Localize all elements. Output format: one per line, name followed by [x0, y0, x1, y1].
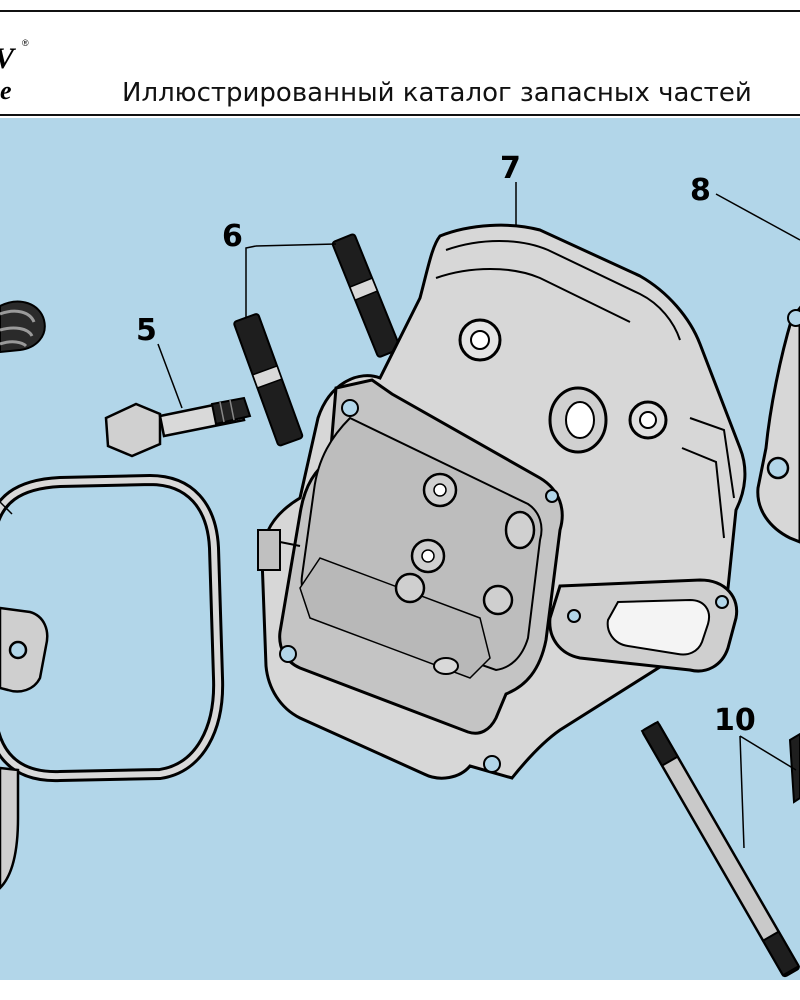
exhaust-gasket-part — [756, 305, 800, 544]
leader-10a — [739, 735, 745, 849]
rocker-arm-part — [0, 606, 49, 890]
page-header: V ® e Иллюстрированный каталог запасных … — [0, 0, 800, 118]
flange-bolt-part — [104, 396, 252, 458]
diagram-svg: 5 6 7 8 10 — [0, 151, 800, 978]
header-top-rule — [0, 10, 800, 12]
cylinder-head-part — [257, 223, 747, 780]
callout-7: 7 — [500, 151, 521, 186]
brand-logo: V ® e — [0, 30, 40, 105]
valve-cover-gasket-part — [0, 473, 225, 783]
catalog-title: Иллюстрированный каталог запасных частей — [122, 78, 752, 108]
header-bottom-rule — [0, 114, 800, 116]
stud-right-part — [331, 233, 401, 358]
page-footer-margin — [0, 980, 800, 1000]
leader-lines — [0, 182, 800, 849]
callout-5: 5 — [136, 313, 157, 348]
leader-left — [0, 501, 13, 515]
callout-10: 10 — [714, 703, 756, 738]
valve-spring-part — [0, 300, 46, 354]
callout-8: 8 — [690, 173, 711, 208]
stud-left-part — [233, 313, 304, 447]
exploded-parts-diagram: 5 6 7 8 10 — [0, 118, 800, 980]
leader-6b — [255, 243, 337, 247]
leader-8 — [715, 193, 800, 241]
leader-5 — [157, 343, 183, 409]
leader-10b — [739, 735, 797, 771]
callout-6: 6 — [222, 219, 243, 254]
long-stud-part — [640, 720, 800, 978]
short-stud-part — [788, 732, 800, 804]
logo-registered-mark: ® — [22, 38, 29, 48]
logo-top-letter: V — [0, 42, 14, 76]
leader-6a — [245, 245, 257, 318]
logo-bottom-letter: e — [0, 76, 12, 105]
